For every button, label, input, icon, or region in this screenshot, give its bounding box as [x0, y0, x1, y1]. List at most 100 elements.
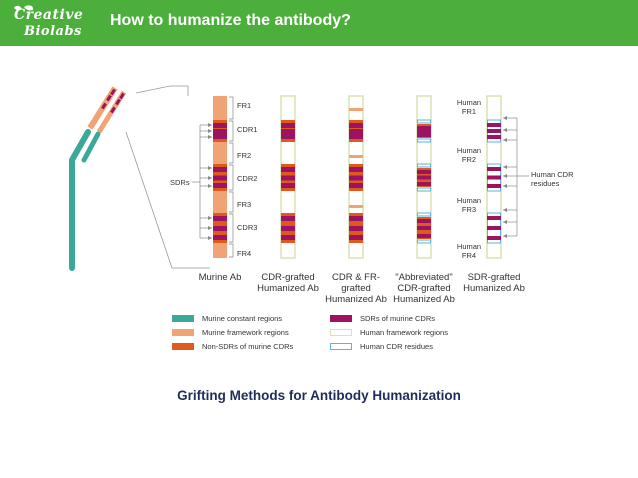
- legend-swatch: [330, 342, 352, 350]
- human-cdr-arrowhead: [503, 138, 507, 142]
- bar-murine-sdr: [417, 133, 431, 137]
- bar-murine-sdr: [349, 123, 363, 128]
- human-cdr-arrowhead: [503, 220, 507, 224]
- bar-murine-sdr: [417, 175, 431, 180]
- header-bar: [0, 0, 638, 46]
- sdr-arrowhead: [208, 166, 212, 170]
- legend-swatch: [330, 314, 352, 322]
- bar-murine-sdr: [487, 236, 501, 240]
- bar-murine-sdr: [487, 226, 501, 230]
- bar-murine-sdr: [487, 123, 501, 127]
- bar-murine-sdr: [213, 226, 227, 231]
- sdr-arrowhead: [208, 123, 212, 127]
- murine-region-bracket: [229, 243, 234, 258]
- murine-region-label: FR3: [237, 200, 252, 209]
- bar-murine-sdr: [281, 226, 295, 231]
- bar-murine-sdr: [281, 216, 295, 221]
- antibody-cdr-mark: [101, 102, 107, 110]
- bar-murine-framework-residue: [349, 155, 363, 158]
- murine-region-bracket: [229, 191, 234, 213]
- bar-murine-sdr: [349, 226, 363, 231]
- murine-region-bracket: [229, 96, 234, 120]
- bar-human-cdr-residue: [417, 212, 431, 217]
- bar-human-cdr-residue: [417, 119, 431, 124]
- bar-murine-sdr: [213, 183, 227, 188]
- legend-label: Non-SDRs of murine CDRs: [202, 341, 294, 351]
- bar-murine-sdr: [213, 235, 227, 240]
- bar-murine-sdr: [213, 134, 227, 139]
- sdr-arrowhead: [208, 184, 212, 188]
- legend-label: Human CDR residues: [360, 341, 433, 351]
- bar-murine-sdr: [417, 182, 431, 186]
- bar-murine-sdr: [487, 216, 501, 220]
- sdr-arrowhead: [208, 236, 212, 240]
- legend-item: Human framework regions: [330, 327, 448, 337]
- bar-human-cdr-residue: [417, 138, 431, 143]
- legend-item: Human CDR residues: [330, 341, 433, 351]
- bar-murine-sdr: [213, 129, 227, 134]
- human-cdr-arrowhead: [503, 208, 507, 212]
- antibody-light-chain-constant: [81, 131, 101, 163]
- legend-item: SDRs of murine CDRs: [330, 313, 435, 323]
- bar-murine-sdr: [487, 175, 501, 180]
- bar-murine-sdr: [487, 129, 501, 133]
- human-cdr-arrowhead: [503, 165, 507, 169]
- bar-murine-sdr: [417, 129, 431, 133]
- human-cdr-arrowhead: [503, 234, 507, 238]
- bar-murine-sdr: [281, 175, 295, 181]
- bar-murine-sdr: [349, 167, 363, 172]
- human-cdr-arrowhead: [503, 128, 507, 132]
- zoom-line-bottom: [125, 131, 210, 269]
- murine-region-label: FR1: [237, 101, 252, 110]
- sdr-arrowhead: [208, 129, 212, 133]
- figure-caption: Grifting Methods for Antibody Humanizati…: [177, 388, 461, 403]
- murine-region-label: FR2: [237, 151, 252, 160]
- bar-murine-sdr: [417, 170, 431, 174]
- murine-region-label: FR4: [237, 249, 252, 258]
- sdr-arrowhead: [208, 135, 212, 139]
- legend-swatch: [330, 328, 352, 336]
- murine-region-bracket: [229, 164, 234, 191]
- zoom-line-top: [135, 85, 189, 96]
- bar-murine-framework-residue: [349, 205, 363, 208]
- sdr-arrowhead: [208, 226, 212, 230]
- bar-murine-sdr: [487, 184, 501, 188]
- sdrs-label: SDRs: [170, 178, 190, 187]
- bar-murine-sdr: [213, 123, 227, 128]
- sdr-arrowhead: [208, 216, 212, 220]
- logo-text-biolabs: Biolabs: [24, 24, 82, 39]
- murine-region-label: CDR1: [237, 125, 258, 134]
- legend-swatch: [172, 342, 194, 350]
- bar-murine-sdr: [417, 126, 431, 130]
- bar-murine-sdr: [349, 175, 363, 181]
- bar-murine-sdr: [349, 134, 363, 139]
- legend-label: Murine constant regions: [202, 313, 283, 323]
- bar-human-cdr-residue: [417, 163, 431, 168]
- bar-murine-sdr: [281, 134, 295, 139]
- antibody-cdr-mark: [119, 92, 125, 100]
- bar-human-cdr-residue: [417, 187, 431, 192]
- legend-item: Non-SDRs of murine CDRs: [172, 341, 293, 351]
- leaf-icon: [14, 5, 34, 11]
- bar-murine-sdr: [213, 175, 227, 181]
- bar-murine-sdr: [487, 167, 501, 171]
- bar-murine-sdr: [349, 235, 363, 240]
- column-label: Murine Ab: [198, 272, 242, 283]
- murine-region-bracket: [229, 142, 234, 164]
- antibody-cdr-mark: [115, 98, 121, 106]
- bar-murine-sdr: [417, 226, 431, 230]
- legend-item: Murine constant regions: [172, 313, 282, 323]
- antibody-cdr-mark: [110, 106, 116, 114]
- bar-murine-sdr: [213, 167, 227, 172]
- human-cdr-arrowhead: [503, 116, 507, 120]
- antibody-cdr-mark: [110, 88, 116, 96]
- bar-human-cdr-residue: [417, 239, 431, 244]
